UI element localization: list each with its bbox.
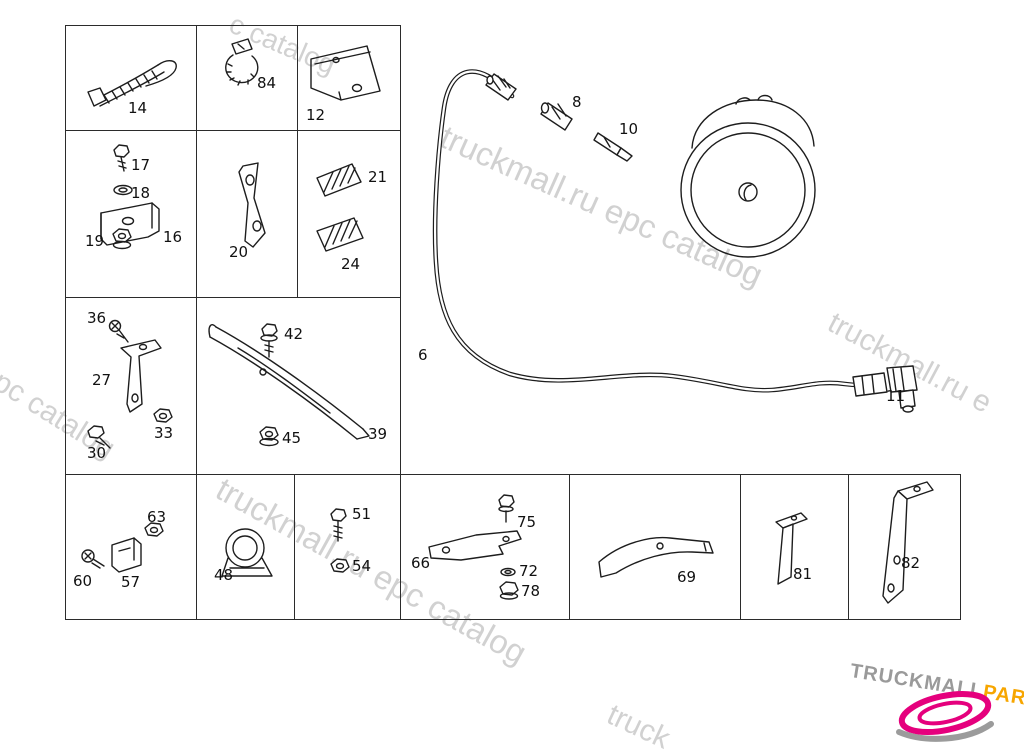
part-label-21: 21 [368,168,388,186]
logo-wheel-icon [896,691,994,742]
bracket-69-drawing [598,536,714,578]
screw-42-drawing [260,323,278,358]
part-label-33: 33 [154,424,174,442]
part-label-18: 18 [131,184,151,202]
bracket-82-drawing [882,481,934,604]
part-label-24: 24 [341,255,361,273]
part-label-6: 6 [418,346,428,364]
washer-18-drawing [113,184,133,196]
screw-17-drawing [113,144,130,172]
part-label-8: 8 [572,93,582,111]
screw-36-drawing [108,319,129,343]
part-label-57: 57 [121,573,141,591]
speedo-cable-6-drawing [432,69,863,393]
clip-57-drawing [111,537,142,573]
holder-48-drawing [221,528,273,577]
part-label-60: 60 [73,572,93,590]
part-label-84: 84 [257,74,277,92]
screw-51-drawing [330,508,347,542]
part-label-17: 17 [131,156,151,174]
part-label-51: 51 [352,505,372,523]
part-label-75: 75 [517,513,537,531]
hose-clamp-84-drawing [225,38,259,86]
nut-78-drawing [499,581,519,600]
bracket-27-drawing [120,339,162,413]
nut-63-drawing [144,522,164,537]
screw-30-drawing [87,425,111,449]
speedometer-drawing [680,94,816,258]
part-label-12: 12 [306,106,326,124]
part-label-27: 27 [92,371,112,389]
part-label-11: 11 [886,387,906,405]
clamp-24-drawing [316,217,364,252]
pin-10-drawing [593,132,633,162]
bracket-66-drawing [428,530,522,561]
nut-54-drawing [330,558,350,573]
part-label-72: 72 [519,562,539,580]
washer-72-drawing [500,567,516,577]
part-label-16: 16 [163,228,183,246]
part-label-36: 36 [87,309,107,327]
bracket-16-drawing [100,202,160,246]
part-label-54: 54 [352,557,372,575]
connector-11-drawing [852,365,918,413]
part-label-45: 45 [282,429,302,447]
nut-45-drawing [259,426,279,447]
part-label-19: 19 [85,232,105,250]
cable-tie-14-drawing [87,60,177,107]
bracket-81-drawing [775,512,808,585]
arm-39-drawing [208,324,370,440]
part-label-82: 82 [901,554,921,572]
part-label-42: 42 [284,325,304,343]
grid-cell-82 [848,474,961,620]
part-label-30: 30 [87,444,107,462]
part-label-39: 39 [368,425,388,443]
part-label-10: 10 [619,120,639,138]
part-label-66: 66 [411,554,431,572]
connector-8-drawing [540,102,573,131]
screw-75-drawing [498,494,515,523]
bracket-20-drawing [238,162,266,248]
part-label-20: 20 [229,243,249,261]
part-label-81: 81 [793,565,813,583]
clamp-21-drawing [316,163,362,197]
bracket-12-drawing [310,45,381,101]
part-label-14: 14 [128,99,148,117]
part-label-78: 78 [521,582,541,600]
part-label-63: 63 [147,508,167,526]
part-label-69: 69 [677,568,697,586]
nut-19-drawing [112,228,132,250]
screw-60-drawing [81,549,105,569]
nut-33-drawing [153,408,173,423]
part-label-48: 48 [214,566,234,584]
